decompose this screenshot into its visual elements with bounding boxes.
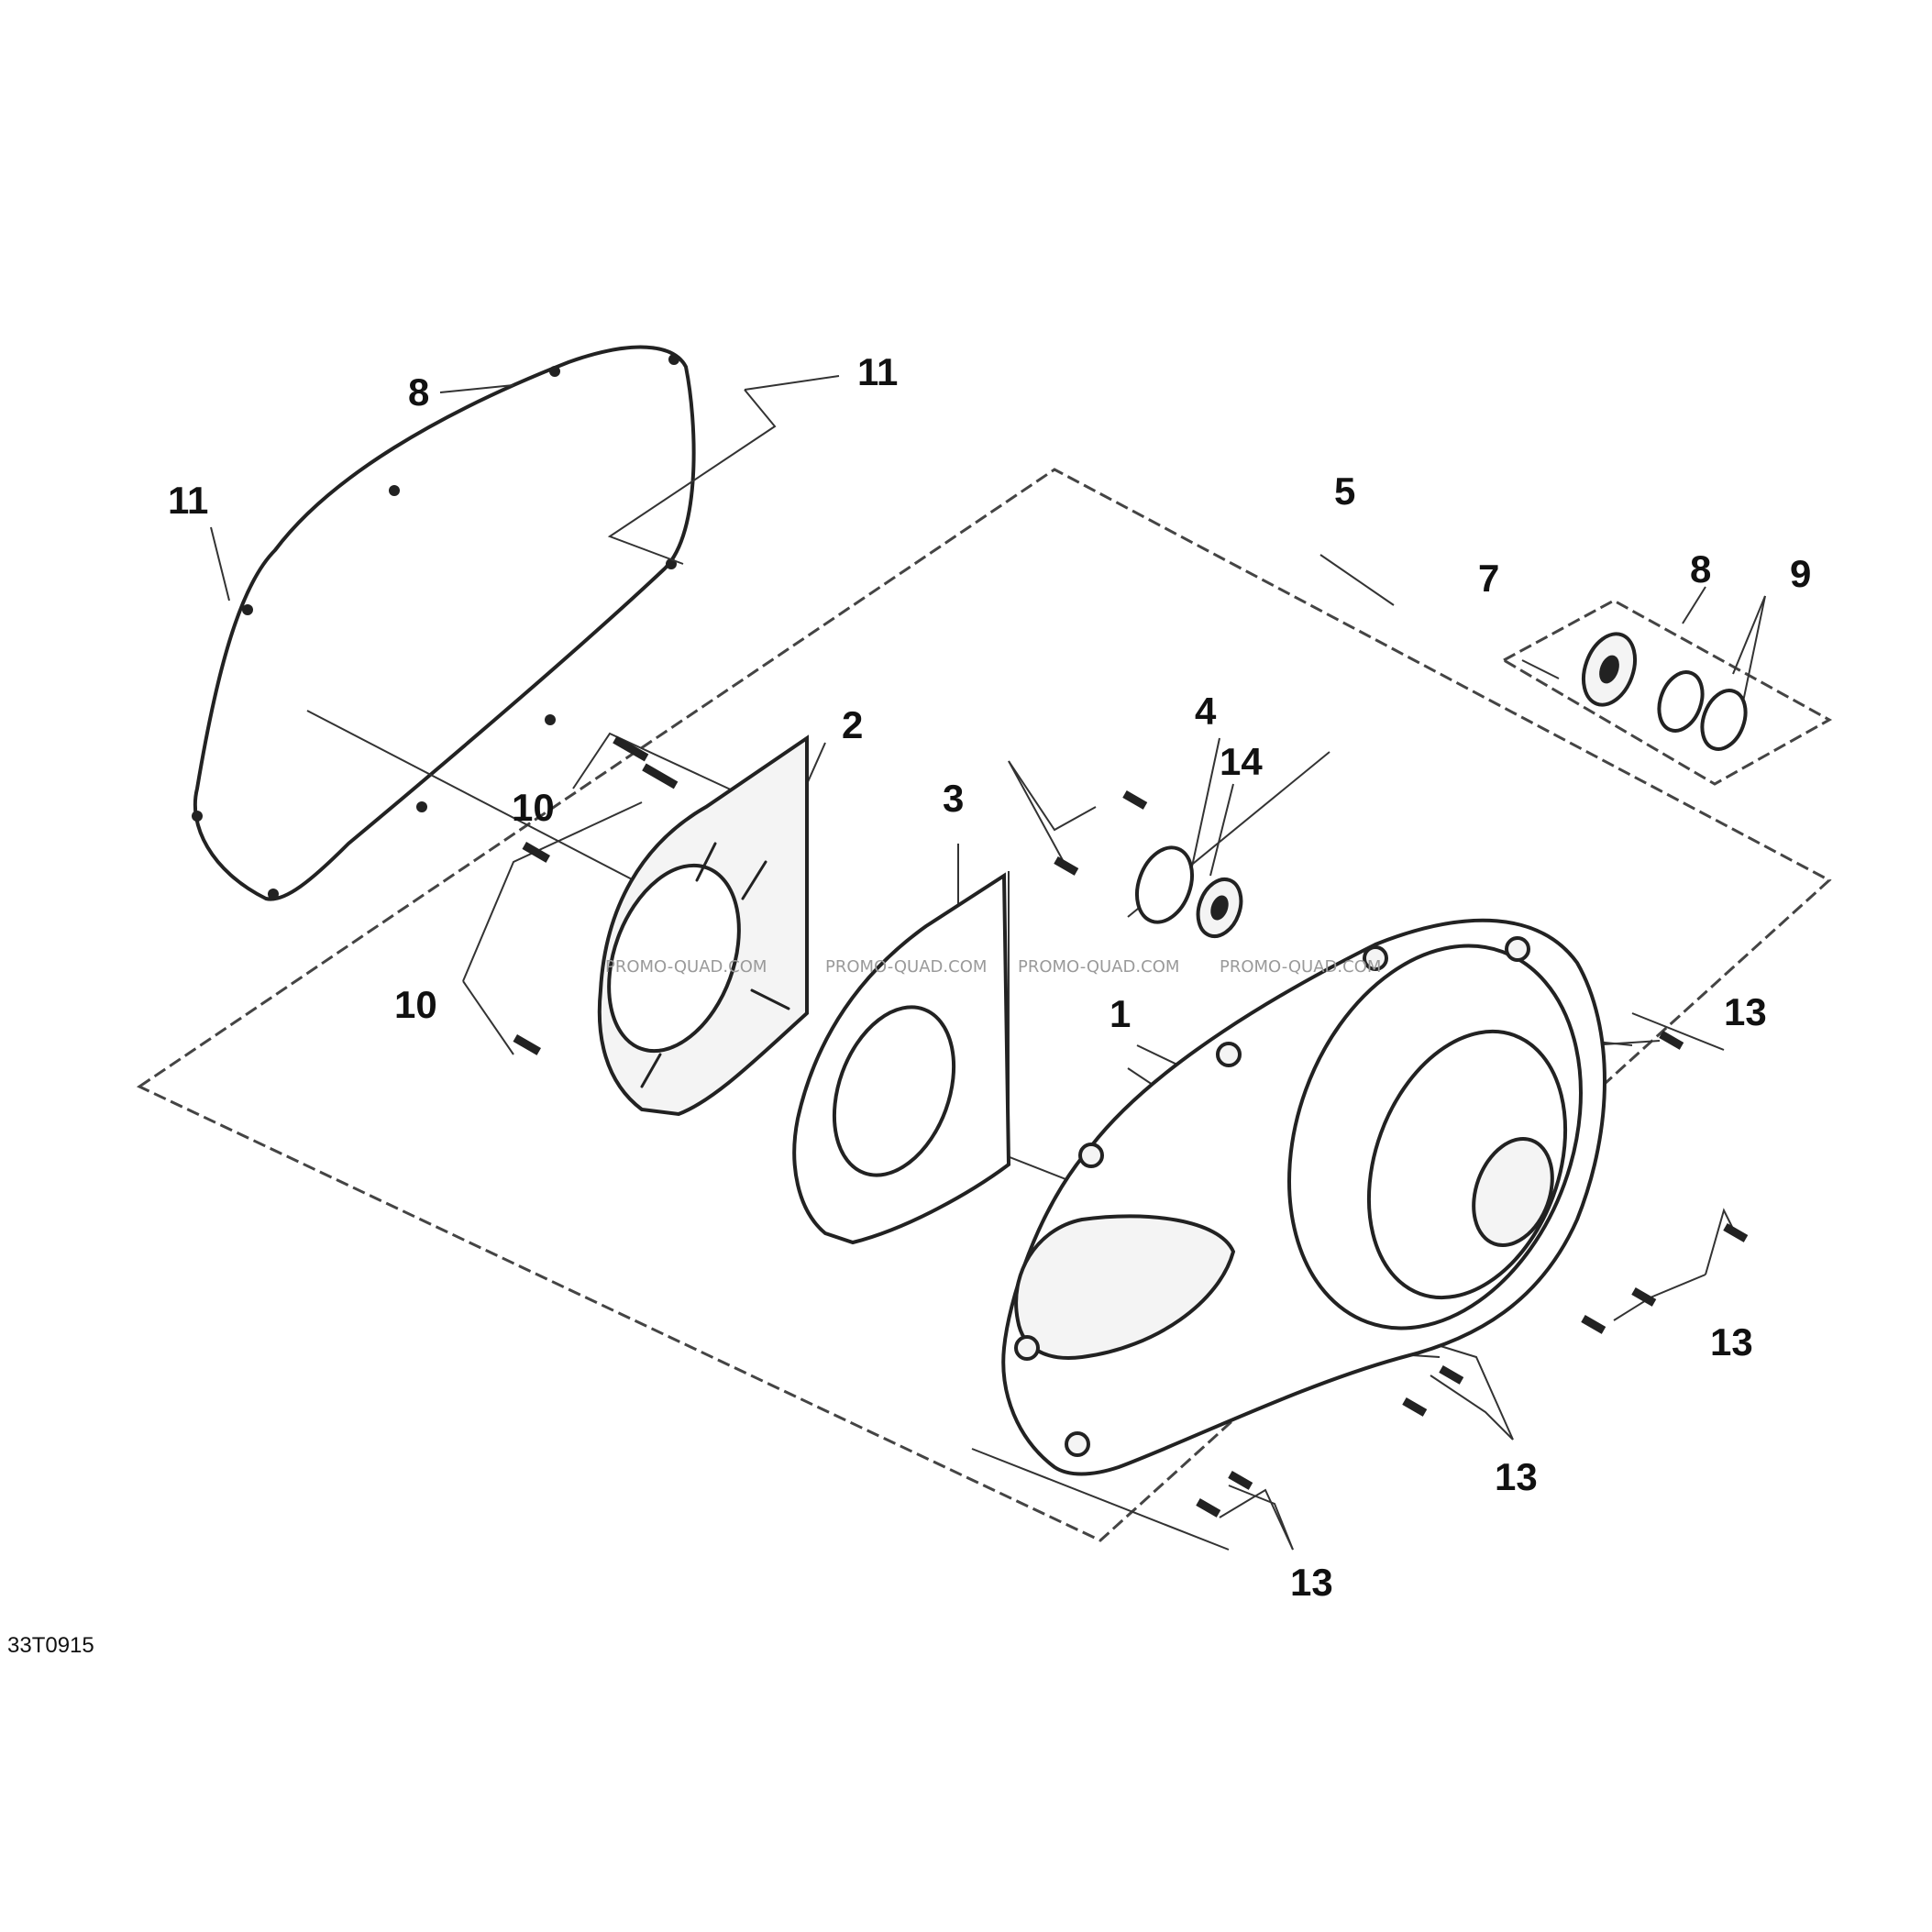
callout-11-left: 11 — [168, 479, 208, 522]
callout-13-hub: 13 — [1710, 1320, 1753, 1363]
callout-2: 2 — [842, 703, 863, 746]
callout-7: 7 — [1478, 557, 1499, 600]
o-ring-9a — [1657, 670, 1705, 733]
callout-11-top: 11 — [857, 350, 898, 393]
callout-1: 1 — [1110, 992, 1131, 1035]
callout-13-right: 13 — [1724, 990, 1767, 1033]
inner-cover-ribs — [640, 842, 790, 1088]
clutch-cover-intake — [1014, 1214, 1236, 1360]
callout-4: 4 — [1195, 690, 1217, 733]
callout-3: 3 — [943, 777, 964, 820]
watermark-3: PROMO-QUAD.COM — [1018, 957, 1179, 977]
watermark-1: PROMO-QUAD.COM — [605, 957, 767, 977]
seal-14-center — [1210, 895, 1229, 921]
deflector-gasket-opening — [832, 1005, 956, 1177]
callout-9: 9 — [1790, 552, 1811, 595]
watermark-4: PROMO-QUAD.COM — [1220, 957, 1381, 977]
callout-13-bottom: 13 — [1290, 1561, 1333, 1604]
watermark-2: PROMO-QUAD.COM — [825, 957, 987, 977]
kit-seal-8-center — [1599, 655, 1619, 684]
outer-gasket — [193, 345, 696, 901]
callout-10-upper: 10 — [512, 786, 555, 829]
callout-8-kit: 8 — [1690, 547, 1711, 591]
callout-5: 5 — [1334, 469, 1355, 513]
callout-10-lower: 10 — [394, 983, 437, 1026]
gasket-bolt-holes — [192, 354, 679, 900]
diagram-code: 33T0915 — [7, 1633, 94, 1658]
callout-14: 14 — [1220, 740, 1263, 783]
callout-13-lower: 13 — [1495, 1455, 1538, 1498]
bearing-ring-4 — [1135, 845, 1194, 924]
assembly-box-5 — [136, 468, 1832, 1542]
inner-cover-opening — [607, 863, 741, 1054]
callout-8-gasket: 8 — [408, 370, 429, 414]
fasteners — [513, 735, 1749, 1518]
clutch-cover-hub — [1472, 1136, 1554, 1248]
clutch-cover-bosses — [1014, 936, 1530, 1457]
kit-box-7 — [1500, 599, 1833, 786]
o-ring-9b — [1700, 689, 1748, 751]
